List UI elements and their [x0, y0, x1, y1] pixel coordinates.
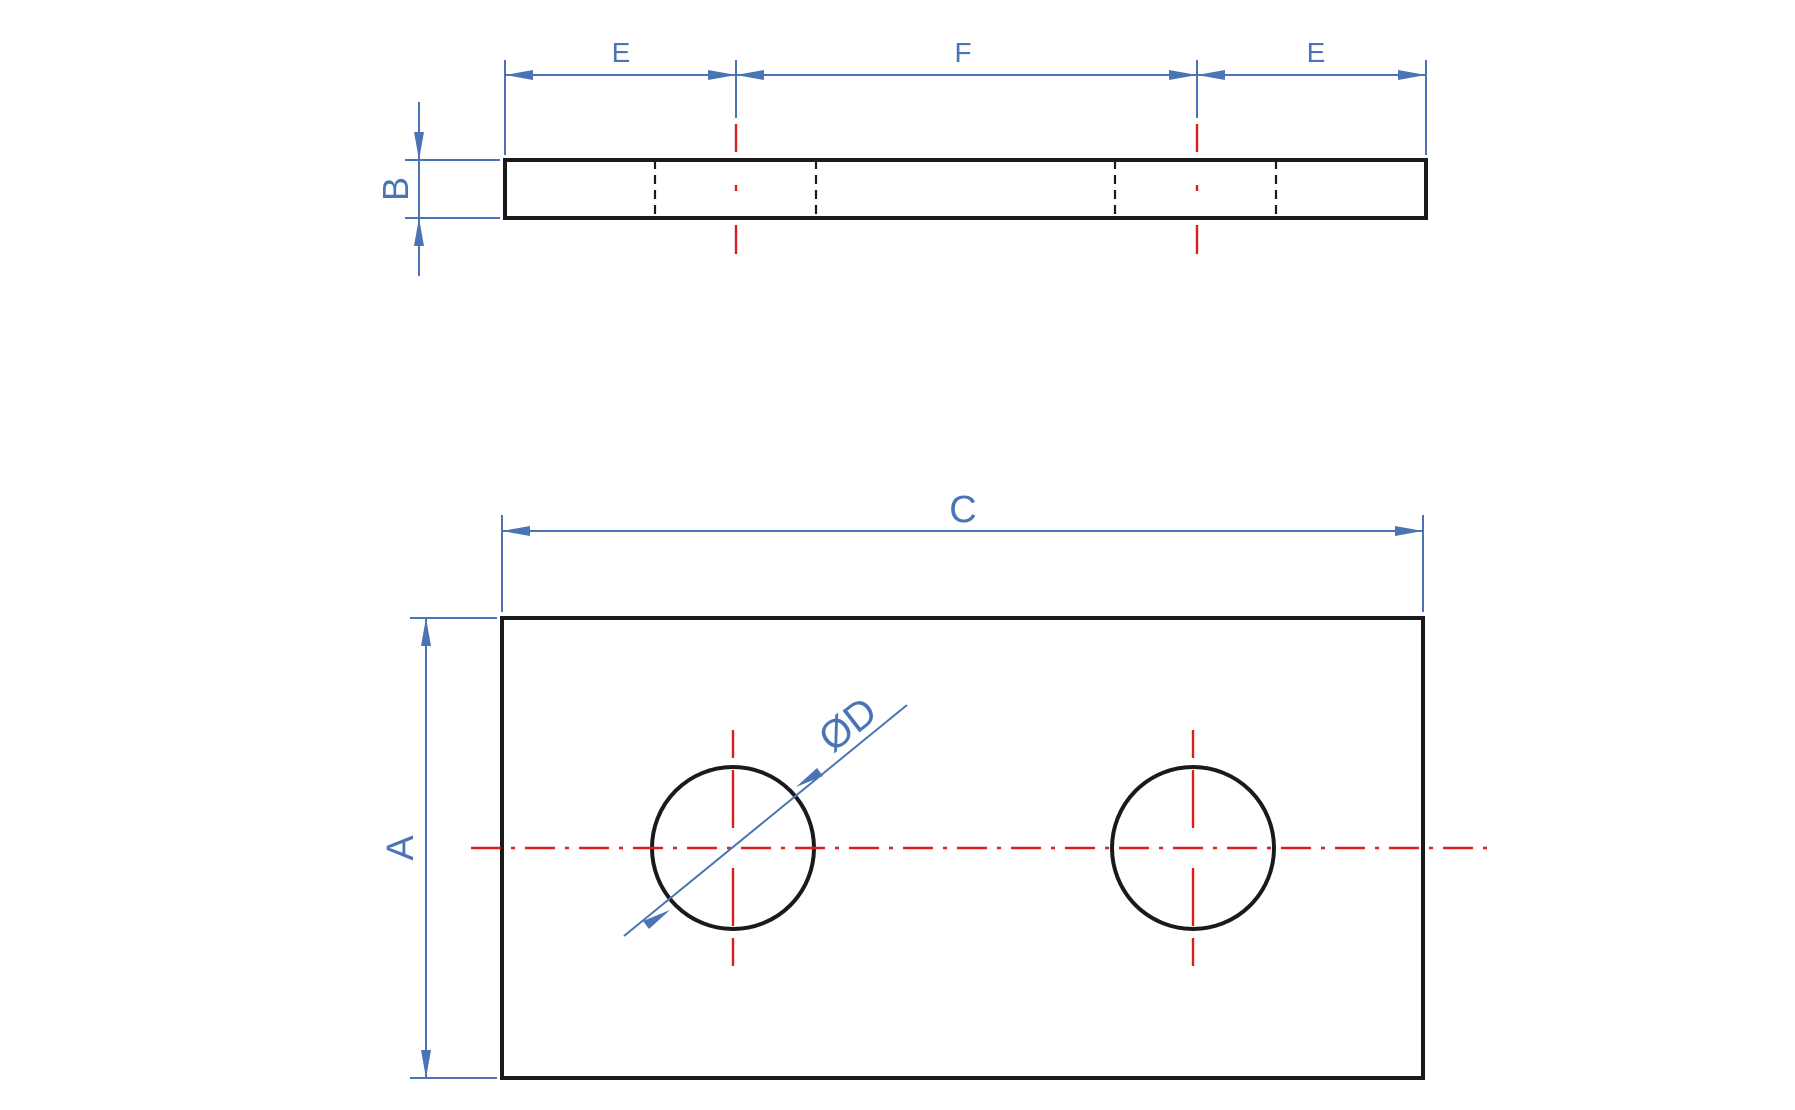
- dimension-c: C: [501, 489, 1424, 612]
- arrowhead: [505, 70, 533, 80]
- arrowhead: [643, 910, 670, 929]
- dimension-a: A: [380, 617, 497, 1079]
- arrowhead: [414, 218, 424, 246]
- dimension-b: B: [375, 102, 500, 276]
- arrowhead: [1395, 526, 1423, 536]
- leader-line: [623, 704, 908, 937]
- dimension-label-e-left: E: [612, 37, 631, 68]
- dimension-e-f-e: E F E: [504, 37, 1427, 155]
- dimension-label-b: B: [375, 177, 416, 201]
- arrowhead: [1169, 70, 1197, 80]
- dimension-label-a: A: [380, 835, 422, 861]
- dimension-d: ØD: [623, 689, 908, 937]
- arrowhead: [708, 70, 736, 80]
- arrowhead: [796, 768, 823, 787]
- arrowhead: [1197, 70, 1225, 80]
- dimension-label-c: C: [949, 489, 976, 531]
- arrowhead: [421, 618, 431, 646]
- dimension-label-f: F: [954, 37, 971, 68]
- hole-right: [1110, 765, 1276, 931]
- side-view: [503, 124, 1428, 254]
- top-view: [471, 616, 1497, 1080]
- plate-outline: [500, 616, 1425, 1080]
- dimension-label-e-right: E: [1307, 37, 1326, 68]
- arrowhead: [421, 1050, 431, 1078]
- side-view-outline: [503, 158, 1428, 220]
- arrowhead: [736, 70, 764, 80]
- arrowhead: [502, 526, 530, 536]
- arrowhead: [414, 132, 424, 160]
- dimension-label-d: ØD: [811, 689, 885, 761]
- arrowhead: [1398, 70, 1426, 80]
